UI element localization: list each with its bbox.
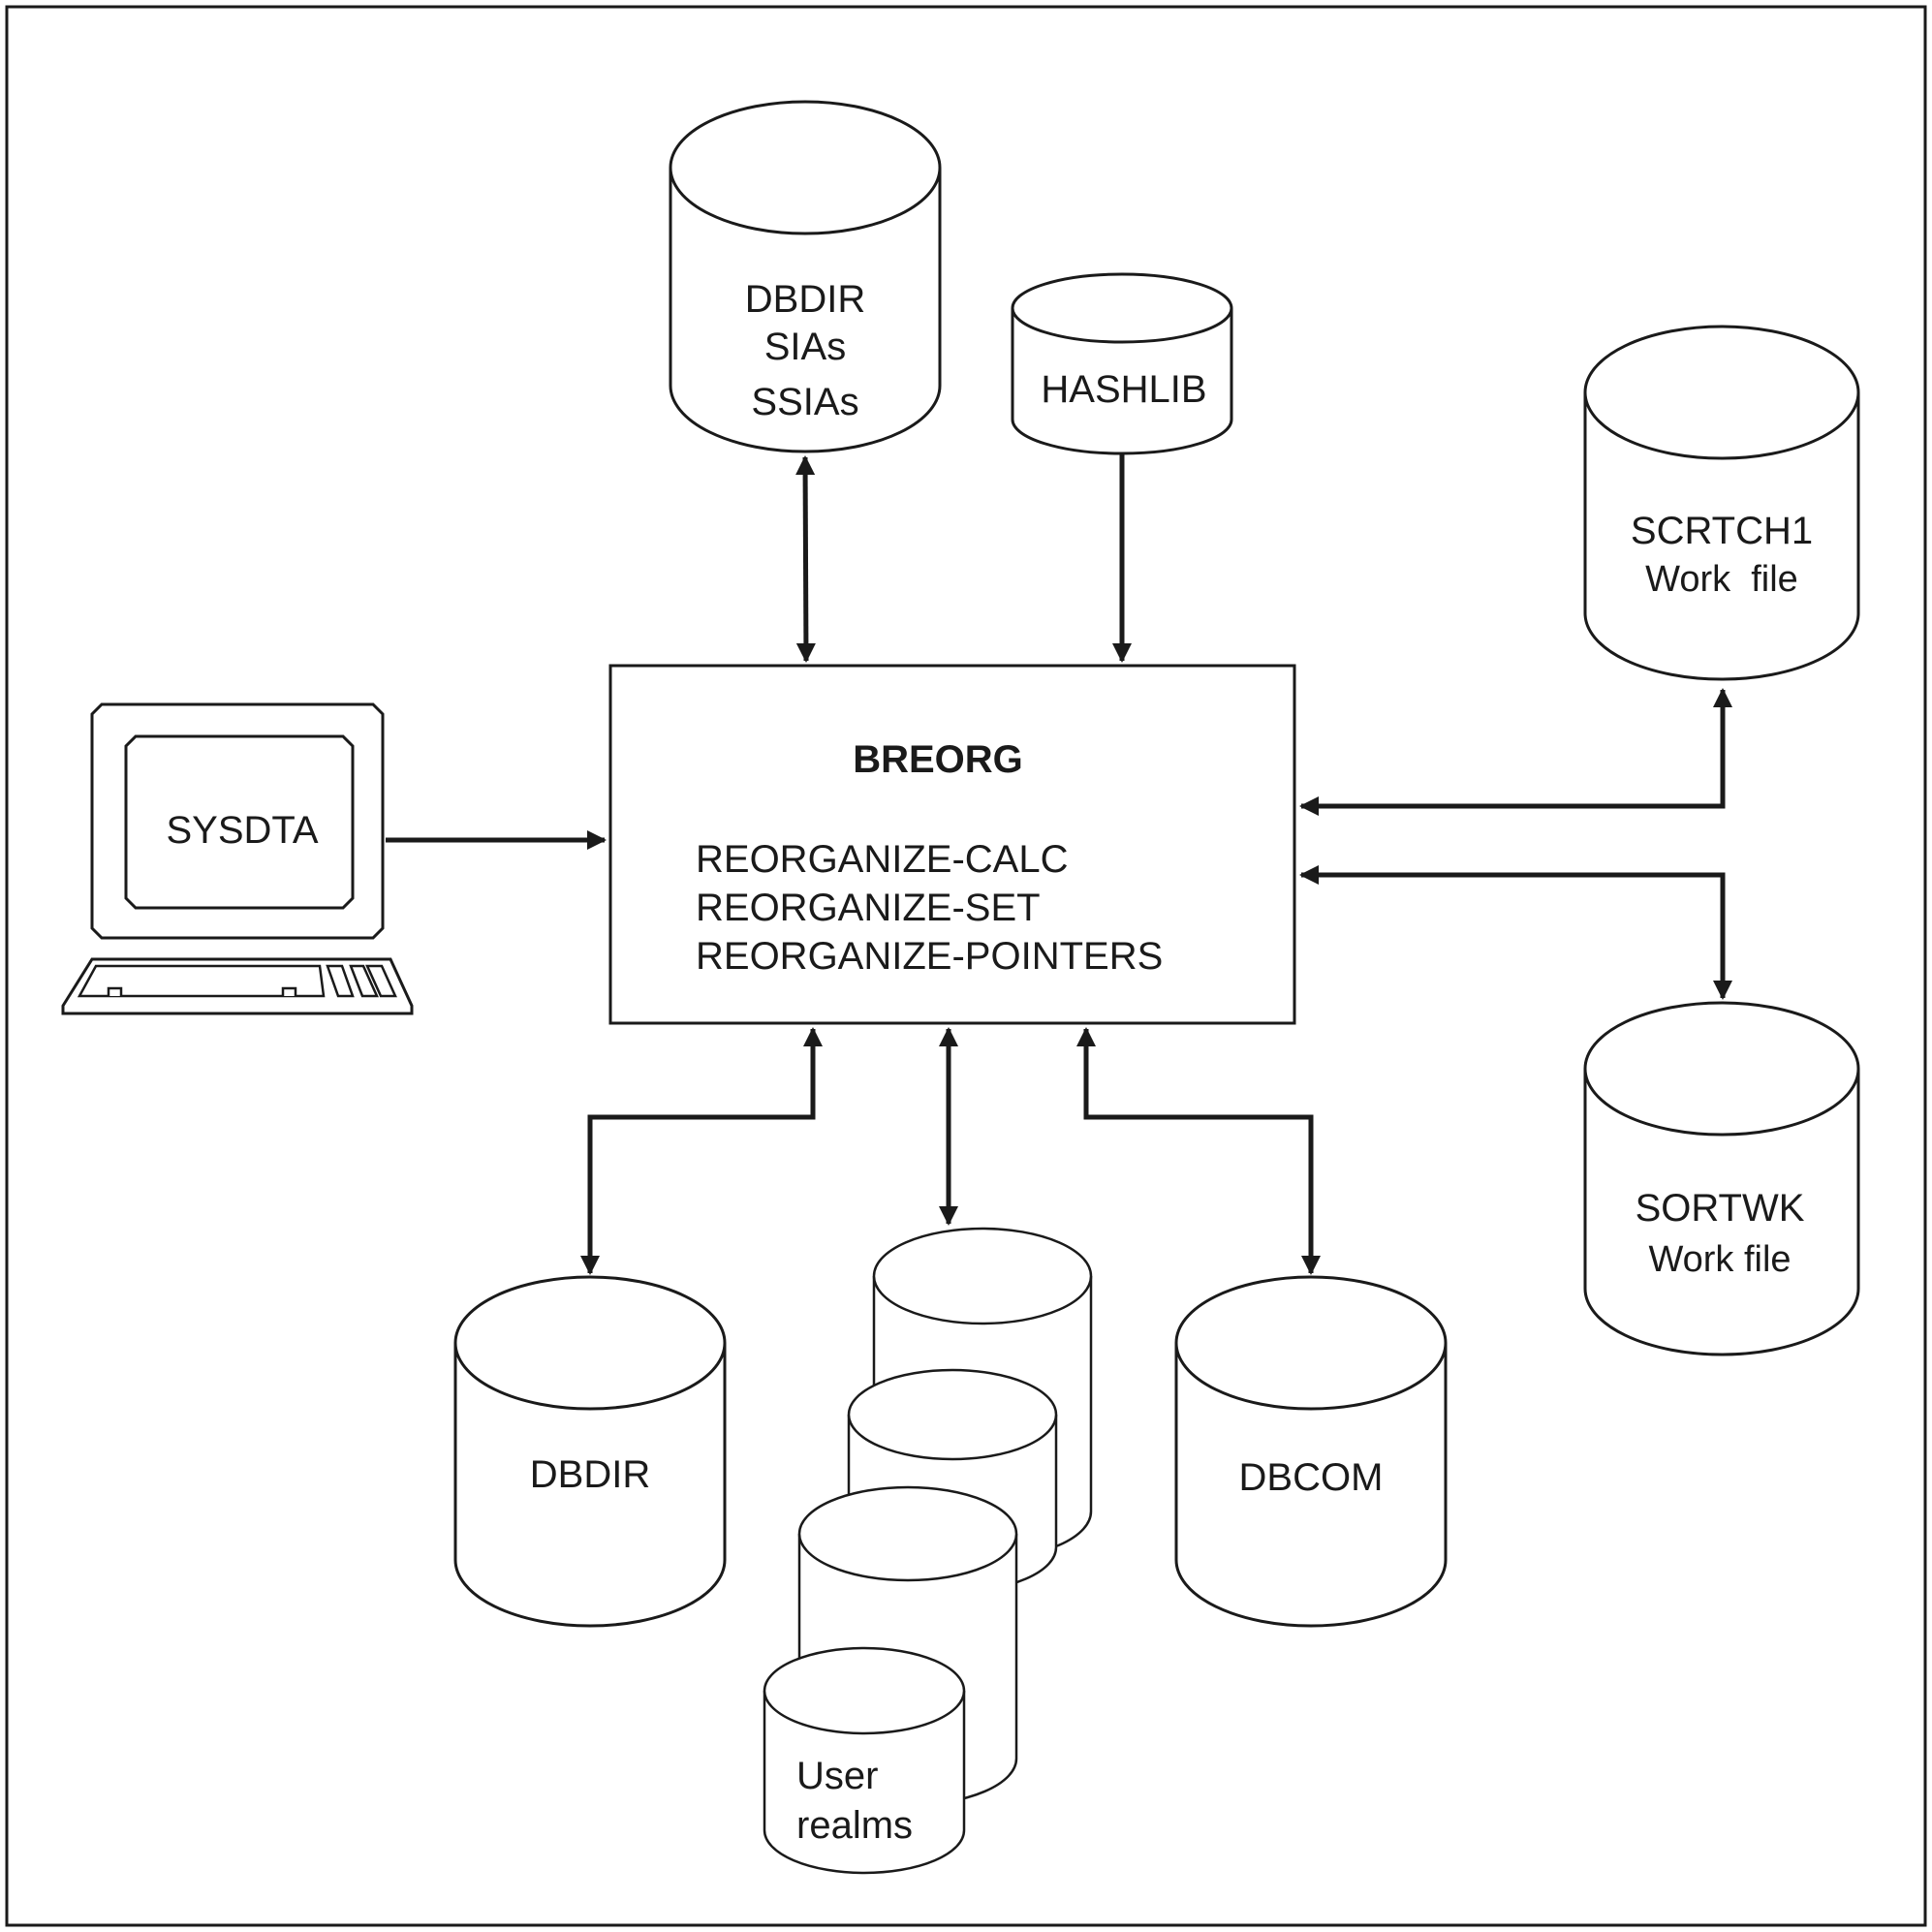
sortwk-label: SORTWK — [1636, 1187, 1805, 1230]
dbdir-bottom-cylinder: DBDIR — [453, 1275, 727, 1628]
sysdta-label: SYSDTA — [166, 809, 318, 852]
sortwk-cylinder: SORTWK Work file — [1583, 1001, 1860, 1356]
user-realms-label-line2: realms — [796, 1804, 913, 1847]
user-realms-label-line1: User — [796, 1755, 878, 1797]
sortwk-sublabel: Work file — [1648, 1239, 1791, 1280]
connectors — [386, 453, 1732, 1275]
arrow-scrtch1-breorg — [1299, 688, 1732, 816]
dbdir-top-label: DBDIR — [745, 278, 865, 321]
dbdir-sias-ssias-cylinder: DBDIR SIAs SSIAs — [669, 100, 942, 453]
arrow-dbdir-top-breorg — [795, 455, 816, 663]
scrtch1-label: SCRTCH1 — [1631, 510, 1813, 552]
arrow-sortwk-breorg — [1299, 865, 1732, 1000]
hashlib-cylinder: HASHLIB — [1011, 272, 1233, 455]
statement-reorganize-set: REORGANIZE-SET — [696, 887, 1041, 929]
breorg-title: BREORG — [853, 738, 1023, 781]
breorg-box: BREORG REORGANIZE-CALC REORGANIZE-SET RE… — [608, 664, 1296, 1025]
scrtch1-cylinder: SCRTCH1 Work file — [1583, 325, 1860, 681]
arrow-dbcom-breorg — [1076, 1027, 1321, 1275]
dbdir-bottom-label: DBDIR — [530, 1453, 650, 1496]
diagram-border — [5, 5, 1927, 1927]
scrtch1-sublabel: Work file — [1645, 559, 1798, 600]
sias-label: SIAs — [764, 326, 846, 368]
sysdta-terminal: SYSDTA — [61, 702, 414, 1015]
statement-reorganize-calc: REORGANIZE-CALC — [696, 838, 1069, 881]
hashlib-label: HASHLIB — [1041, 368, 1206, 411]
dbcom-cylinder: DBCOM — [1174, 1275, 1448, 1628]
computer-terminal-icon — [61, 702, 414, 1015]
arrow-dbdir-bottom-breorg — [580, 1027, 823, 1275]
dbcom-label: DBCOM — [1239, 1456, 1384, 1499]
statement-reorganize-pointers: REORGANIZE-POINTERS — [696, 935, 1163, 978]
ssias-label: SSIAs — [751, 381, 858, 423]
user-realms-stack: User realms — [763, 1227, 1093, 1875]
user-realm-cylinder-4: User realms — [763, 1646, 966, 1875]
